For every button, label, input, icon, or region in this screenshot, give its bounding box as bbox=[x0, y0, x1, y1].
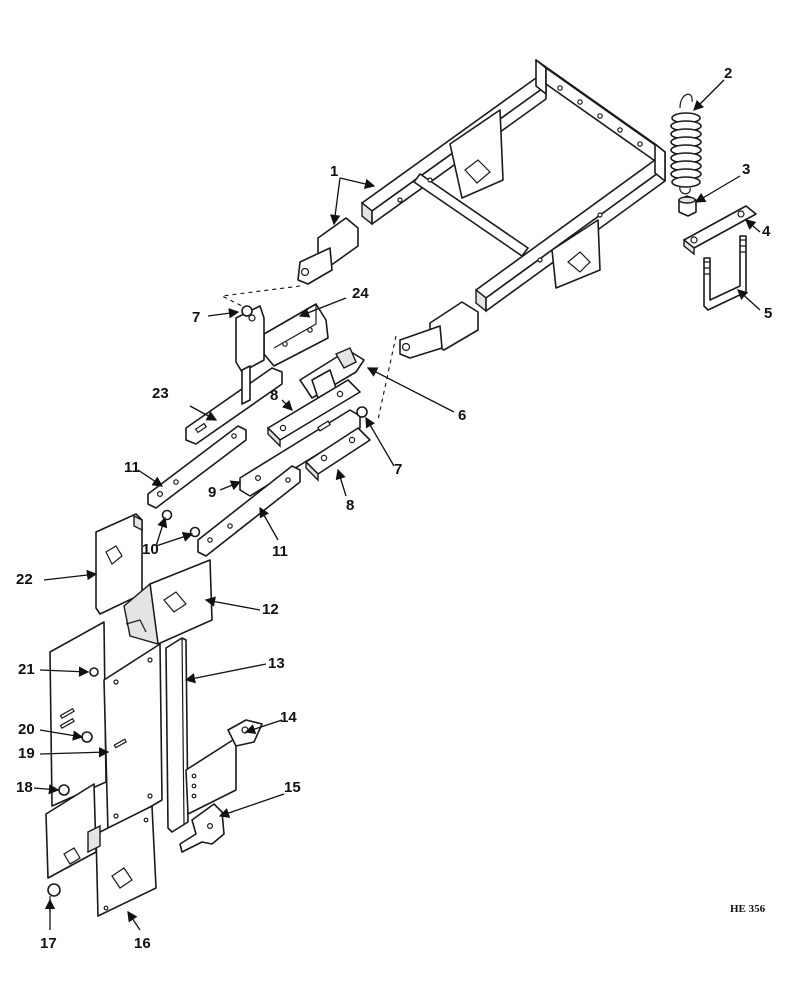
nut-20-part bbox=[81, 731, 93, 743]
callout-13: 13 bbox=[268, 655, 285, 672]
callout-24: 24 bbox=[352, 285, 369, 302]
callout-12: 12 bbox=[262, 601, 279, 618]
plate-21-part bbox=[49, 621, 107, 807]
bracket-14-part bbox=[185, 719, 263, 815]
callout-16: 16 bbox=[134, 935, 151, 952]
callout-19: 19 bbox=[18, 745, 35, 762]
callout-14: 14 bbox=[280, 709, 297, 726]
nut-part bbox=[678, 195, 697, 217]
callout-23: 23 bbox=[152, 385, 169, 402]
callout-11-upper: 11 bbox=[124, 459, 140, 476]
bar-11-upper-part bbox=[147, 425, 247, 509]
nuts-10-part bbox=[161, 509, 201, 538]
main-frame-part bbox=[297, 59, 666, 359]
callout-3: 3 bbox=[742, 161, 750, 178]
nut-7-lower-part bbox=[356, 406, 368, 418]
plate-16-part bbox=[95, 805, 157, 917]
post-13-part bbox=[165, 637, 189, 833]
figure-code: HE 356 bbox=[730, 903, 766, 915]
callout-18: 18 bbox=[16, 779, 33, 796]
u-bolt-part bbox=[703, 235, 747, 311]
bar-23-part bbox=[185, 305, 283, 445]
leader-lines bbox=[33, 79, 761, 931]
callout-21: 21 bbox=[18, 661, 35, 678]
plate-8-upper-part bbox=[267, 379, 361, 448]
extension-spring-part bbox=[670, 93, 702, 195]
callout-7-lower: 7 bbox=[394, 461, 402, 478]
callout-11-lower: 11 bbox=[272, 543, 288, 560]
callout-7-upper: 7 bbox=[192, 309, 200, 326]
assembly-line-upper bbox=[220, 285, 301, 307]
callout-5: 5 bbox=[764, 305, 772, 322]
callout-20: 20 bbox=[18, 721, 35, 738]
latch-15-part bbox=[179, 803, 225, 853]
bracket-24-part bbox=[263, 303, 329, 367]
callout-2: 2 bbox=[724, 65, 732, 82]
callout-8-lower: 8 bbox=[346, 497, 354, 514]
callout-15: 15 bbox=[284, 779, 301, 796]
plate-19-part bbox=[103, 643, 163, 833]
callout-labels: 1 2 3 4 5 6 7 7 8 8 9 10 11 11 12 13 14 … bbox=[16, 65, 772, 952]
callout-9: 9 bbox=[208, 484, 216, 501]
callout-8-upper: 8 bbox=[270, 387, 278, 404]
channel-bracket-12-part bbox=[123, 559, 213, 645]
callout-10: 10 bbox=[142, 541, 159, 558]
strap-plate-part bbox=[683, 205, 757, 256]
callout-22: 22 bbox=[16, 571, 33, 588]
bar-11-lower-part bbox=[197, 465, 301, 557]
nut-18-part bbox=[58, 784, 70, 796]
callout-6: 6 bbox=[458, 407, 466, 424]
callout-4: 4 bbox=[762, 223, 771, 240]
callout-17: 17 bbox=[40, 935, 57, 952]
nut-7-upper-part bbox=[241, 305, 253, 317]
plate-8-lower-part bbox=[305, 427, 371, 482]
callout-1: 1 bbox=[330, 163, 338, 180]
hinged-plate-17-part bbox=[45, 783, 101, 912]
